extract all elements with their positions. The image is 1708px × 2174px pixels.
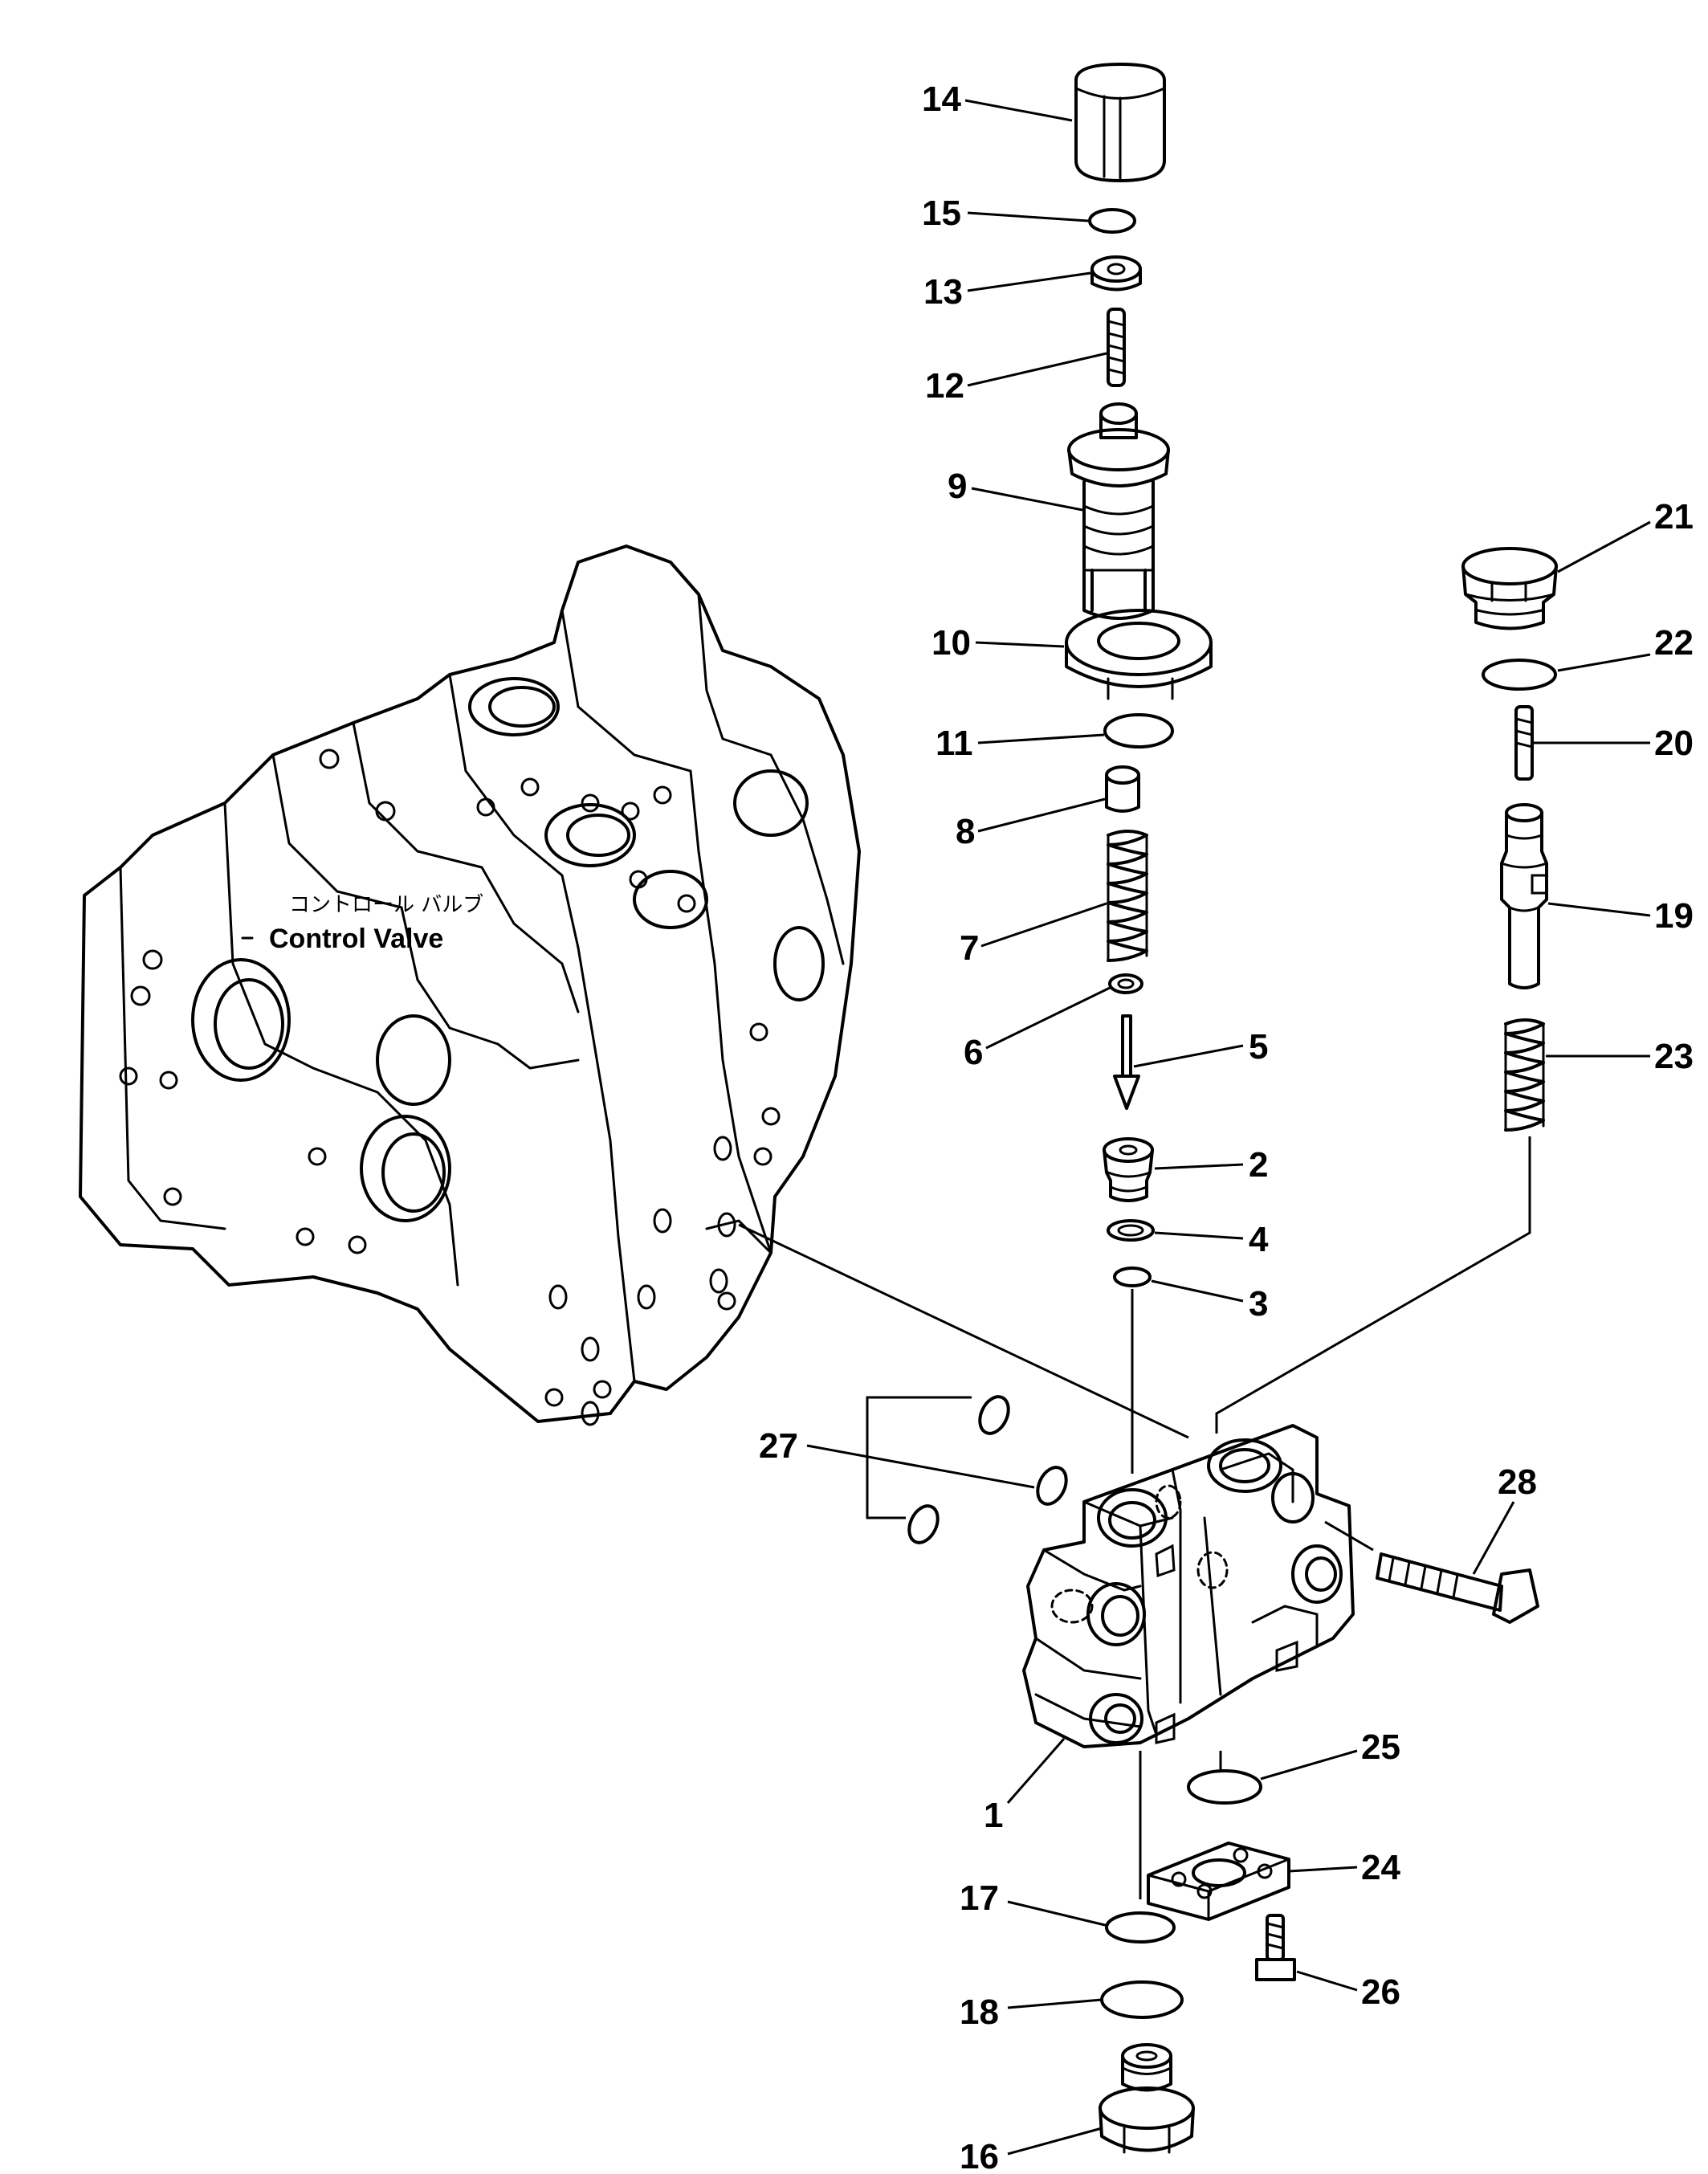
assembly-line-right bbox=[1215, 1136, 1531, 1434]
part-1-housing bbox=[1022, 1424, 1355, 1748]
part-16-plug bbox=[1099, 2043, 1195, 2154]
part-22-o-ring bbox=[1482, 659, 1557, 691]
label-27: 27 bbox=[759, 1426, 798, 1466]
label-25: 25 bbox=[1361, 1727, 1400, 1767]
part-12-screw bbox=[1107, 308, 1126, 387]
label-18: 18 bbox=[960, 1992, 999, 2032]
label-5: 5 bbox=[1249, 1027, 1268, 1067]
label-1: 1 bbox=[984, 1796, 1003, 1835]
label-3: 3 bbox=[1249, 1284, 1268, 1324]
control-valve-body: コントロール バルブ Control Valve bbox=[79, 545, 861, 1426]
label-20: 20 bbox=[1654, 724, 1694, 763]
label-6: 6 bbox=[964, 1033, 983, 1072]
label-14: 14 bbox=[922, 80, 961, 119]
part-4-ring bbox=[1107, 1219, 1155, 1242]
part-20-pin bbox=[1514, 705, 1534, 781]
part-27-o-rings bbox=[866, 1395, 1068, 1544]
part-3-o-ring bbox=[1113, 1266, 1152, 1287]
part-26-bolt bbox=[1255, 1914, 1296, 1981]
part-19-piston bbox=[1500, 803, 1548, 989]
label-23: 23 bbox=[1654, 1037, 1694, 1076]
label-8: 8 bbox=[956, 812, 975, 851]
control-valve-english-label: Control Valve bbox=[269, 924, 443, 954]
label-4: 4 bbox=[1249, 1220, 1269, 1259]
part-21-plug bbox=[1461, 547, 1558, 630]
part-10-nut bbox=[1065, 609, 1213, 700]
label-12: 12 bbox=[925, 366, 964, 406]
part-9-valve bbox=[1067, 402, 1170, 620]
part-14-cap bbox=[1074, 63, 1166, 182]
part-25-o-ring bbox=[1187, 1769, 1262, 1805]
part-5-needle bbox=[1113, 1014, 1140, 1110]
part-15-o-ring bbox=[1088, 208, 1136, 234]
label-15: 15 bbox=[922, 194, 961, 233]
part-13-nut bbox=[1090, 255, 1142, 292]
label-22: 22 bbox=[1654, 623, 1694, 663]
label-21: 21 bbox=[1654, 497, 1694, 536]
label-26: 26 bbox=[1361, 1972, 1400, 2012]
control-valve-japanese-label: コントロール バルブ bbox=[289, 893, 483, 917]
part-24-flange bbox=[1147, 1842, 1290, 1921]
label-9: 9 bbox=[948, 467, 967, 506]
label-11: 11 bbox=[936, 724, 973, 763]
label-2: 2 bbox=[1249, 1145, 1268, 1185]
label-13: 13 bbox=[923, 272, 963, 312]
part-11-o-ring bbox=[1103, 713, 1174, 748]
part-17-o-ring bbox=[1105, 1911, 1176, 1944]
label-24: 24 bbox=[1361, 1848, 1400, 1887]
label-28: 28 bbox=[1498, 1462, 1537, 1502]
part-28-bolt bbox=[1324, 1520, 1539, 1624]
part-23-spring bbox=[1504, 1018, 1545, 1132]
part-7-spring bbox=[1107, 830, 1148, 962]
part-18-o-ring bbox=[1100, 1980, 1184, 2019]
label-16: 16 bbox=[960, 2137, 999, 2174]
label-10: 10 bbox=[931, 623, 971, 663]
part-6-ring bbox=[1108, 973, 1143, 994]
part-2-plug bbox=[1103, 1137, 1154, 1202]
part-labels: 14 15 13 12 9 10 11 8 7 6 5 2 4 3 21 22 … bbox=[759, 80, 1694, 2174]
label-7: 7 bbox=[960, 928, 979, 968]
part-8-plug bbox=[1105, 765, 1140, 813]
label-17: 17 bbox=[960, 1878, 999, 1918]
label-19: 19 bbox=[1654, 896, 1694, 936]
assembly-line-body bbox=[738, 1223, 1189, 1439]
